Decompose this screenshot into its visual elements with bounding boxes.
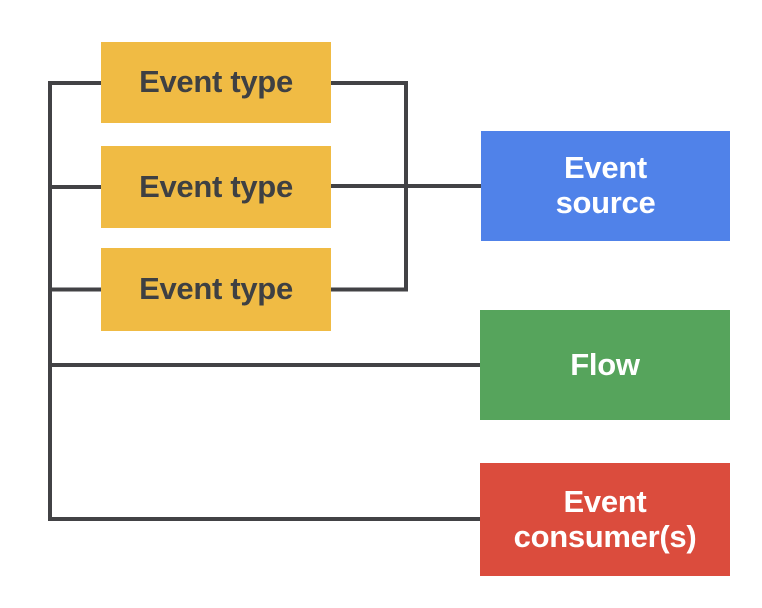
- connector-left-spine-to-event-consumers: [48, 81, 480, 521]
- node-event-type-1-label: Event type: [139, 64, 293, 100]
- node-flow: Flow: [480, 310, 730, 420]
- node-event-type-2: Event type: [101, 146, 331, 228]
- node-event-type-3: Event type: [101, 248, 331, 331]
- node-event-consumers: Event consumer(s): [480, 463, 730, 576]
- node-event-type-2-label: Event type: [139, 168, 293, 204]
- node-event-type-1: Event type: [101, 42, 331, 123]
- node-flow-label: Flow: [570, 346, 640, 382]
- node-event-source: Event source: [481, 131, 730, 241]
- node-event-source-label: Event source: [555, 150, 656, 220]
- node-event-consumers-label: Event consumer(s): [513, 483, 697, 554]
- node-event-type-3-label: Event type: [139, 271, 293, 307]
